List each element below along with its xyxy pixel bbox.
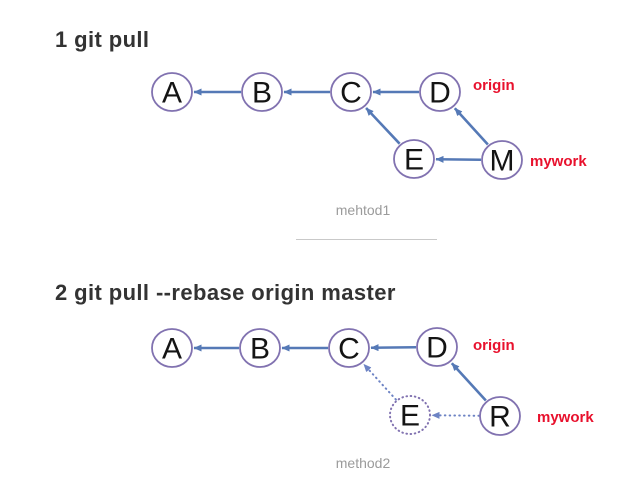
edge-M-to-D xyxy=(453,107,489,146)
commit-label-C: C xyxy=(338,333,360,366)
edge-M-to-E xyxy=(435,155,482,163)
edge-R-to-D xyxy=(450,362,487,402)
edge-D-to-C xyxy=(370,344,417,352)
section-2-title: 2 git pull --rebase origin master xyxy=(55,280,396,306)
diagram-2-caption: method2 xyxy=(335,455,391,471)
commit-node-B: B xyxy=(241,72,283,112)
branch-label-origin: origin xyxy=(473,337,515,354)
section-1-title: 1 git pull xyxy=(55,27,150,53)
commit-label-M: M xyxy=(490,145,515,178)
commit-node-E: E xyxy=(393,139,435,179)
commit-label-A: A xyxy=(162,77,182,110)
section-divider xyxy=(296,239,437,240)
edge-R-to-E xyxy=(430,411,481,419)
commit-label-D: D xyxy=(429,77,451,110)
commit-label-C: C xyxy=(340,77,362,110)
commit-node-A: A xyxy=(151,328,193,368)
commit-label-B: B xyxy=(252,77,272,110)
commit-label-A: A xyxy=(162,333,182,366)
commit-label-E: E xyxy=(400,400,420,433)
commit-label-B: B xyxy=(250,333,270,366)
commit-node-C: C xyxy=(328,328,370,368)
commit-node-R: R xyxy=(479,396,521,436)
edge-E-to-C xyxy=(362,363,397,401)
commit-label-R: R xyxy=(489,401,511,434)
diagram-1-caption: mehtod1 xyxy=(335,202,391,218)
commit-node-A: A xyxy=(151,72,193,112)
commit-node-B: B xyxy=(239,328,281,368)
commit-node-M: M xyxy=(481,140,523,180)
commit-node-D: D xyxy=(416,327,458,367)
commit-node-C: C xyxy=(330,72,372,112)
commit-label-D: D xyxy=(426,332,448,365)
branch-label-origin: origin xyxy=(473,77,515,94)
commit-node-E: E xyxy=(389,395,431,435)
branch-label-mywork: mywork xyxy=(537,409,594,426)
commit-node-D: D xyxy=(419,72,461,112)
branch-label-mywork: mywork xyxy=(530,153,587,170)
commit-label-E: E xyxy=(404,144,424,177)
edge-E-to-C xyxy=(365,107,401,145)
